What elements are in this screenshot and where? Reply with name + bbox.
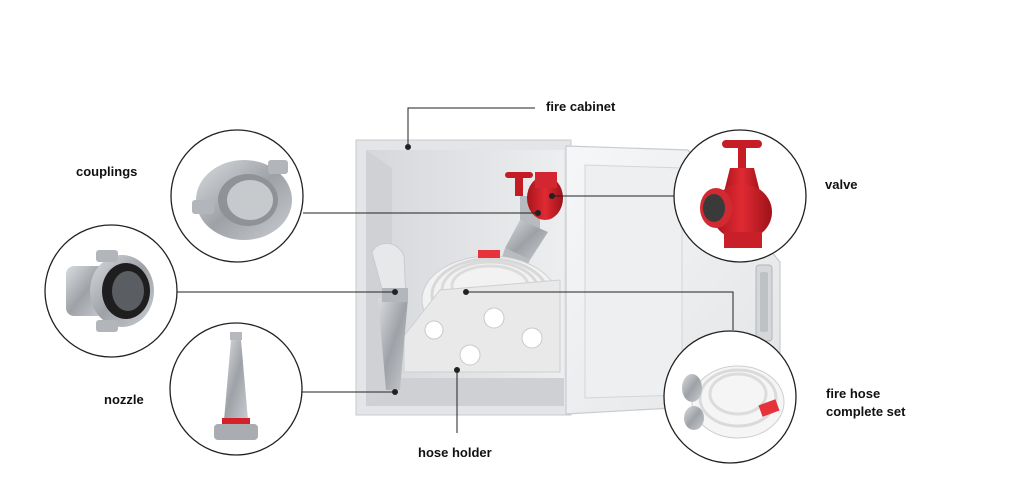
valve-callout	[673, 129, 807, 263]
label-fire-hose-line1: fire hose	[826, 386, 881, 401]
coupling-icon	[192, 160, 292, 240]
label-fire-hose-line2: complete set	[826, 404, 906, 419]
fire-hose-callout	[663, 330, 797, 464]
leader-fire-cabinet	[407, 107, 535, 147]
couplings-callout	[170, 129, 304, 263]
label-fire-cabinet: fire cabinet	[546, 99, 616, 114]
nozzle-icon	[214, 332, 258, 440]
nozzle-callout	[169, 322, 303, 456]
hose-roll-icon	[682, 365, 785, 439]
label-hose-holder: hose holder	[418, 445, 492, 460]
label-valve: valve	[825, 177, 858, 192]
leader-lines	[177, 107, 734, 433]
label-fire-hose-set: fire hose complete set	[826, 385, 936, 421]
label-couplings: couplings	[76, 164, 138, 179]
hose-holder	[403, 279, 561, 373]
valve-icon	[700, 140, 772, 248]
cabinet-valve	[505, 172, 563, 220]
cabinet-hose-vertical	[371, 243, 408, 390]
label-nozzle: nozzle	[104, 392, 144, 407]
leader-fire-hose	[466, 291, 734, 330]
nozzle-coupling-callout	[44, 224, 178, 358]
gasket-coupling-icon	[66, 250, 154, 332]
